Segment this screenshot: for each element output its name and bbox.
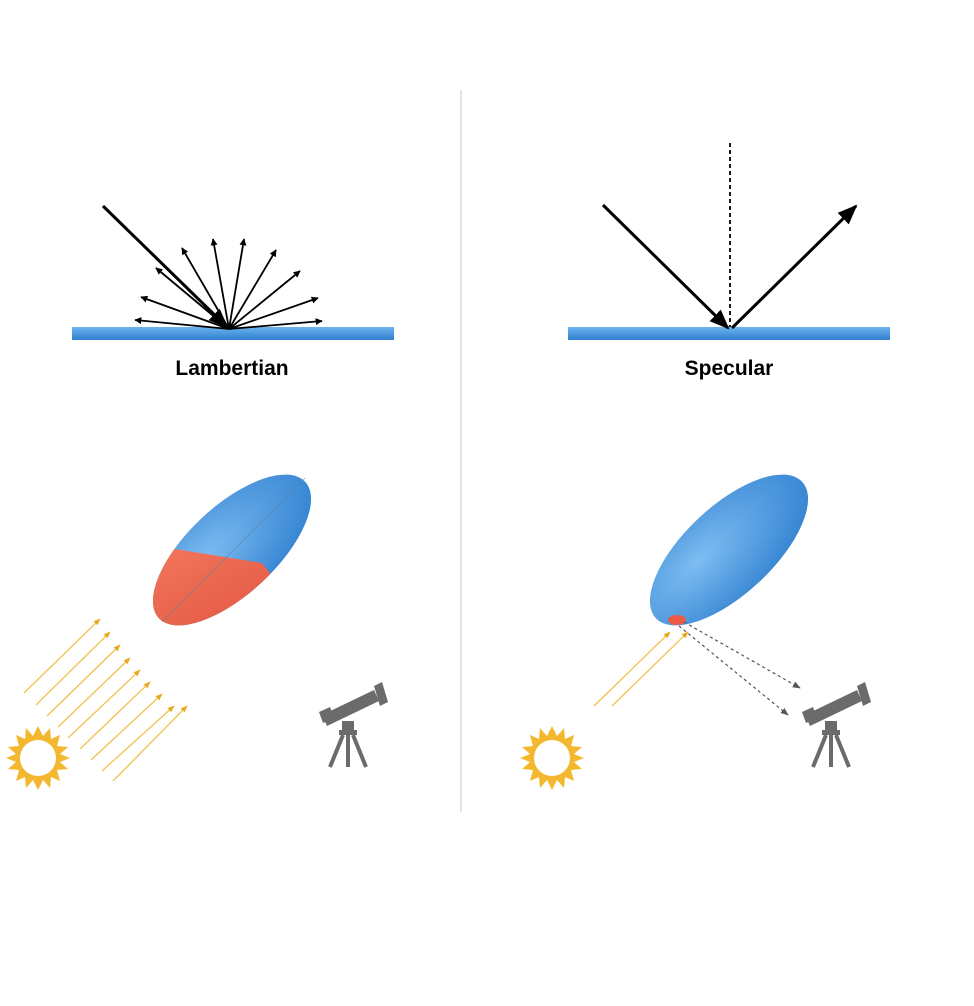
- reflected-ray: [730, 204, 858, 330]
- specular-scene: [520, 474, 873, 790]
- lambertian-diagram: Lambertian: [72, 204, 394, 380]
- scattered-rays: [134, 238, 323, 330]
- asteroid: [130, 474, 330, 650]
- sun-rays: [593, 631, 689, 707]
- specular-diagram: Specular: [568, 143, 890, 380]
- reflected-rays: [678, 621, 801, 716]
- sun-rays: [23, 618, 188, 782]
- lambertian-surface: [72, 327, 394, 340]
- asteroid: [649, 474, 809, 626]
- lambertian-scene: [6, 474, 390, 790]
- sun-icon: [6, 726, 70, 790]
- telescope-icon: [800, 680, 873, 769]
- sun-icon: [520, 726, 584, 790]
- lambertian-label: Lambertian: [175, 357, 288, 380]
- glint-spot: [668, 615, 686, 625]
- incident-ray: [601, 203, 730, 330]
- specular-label: Specular: [685, 357, 774, 380]
- incident-ray: [101, 204, 229, 329]
- telescope-icon: [317, 680, 390, 769]
- specular-surface: [568, 327, 890, 340]
